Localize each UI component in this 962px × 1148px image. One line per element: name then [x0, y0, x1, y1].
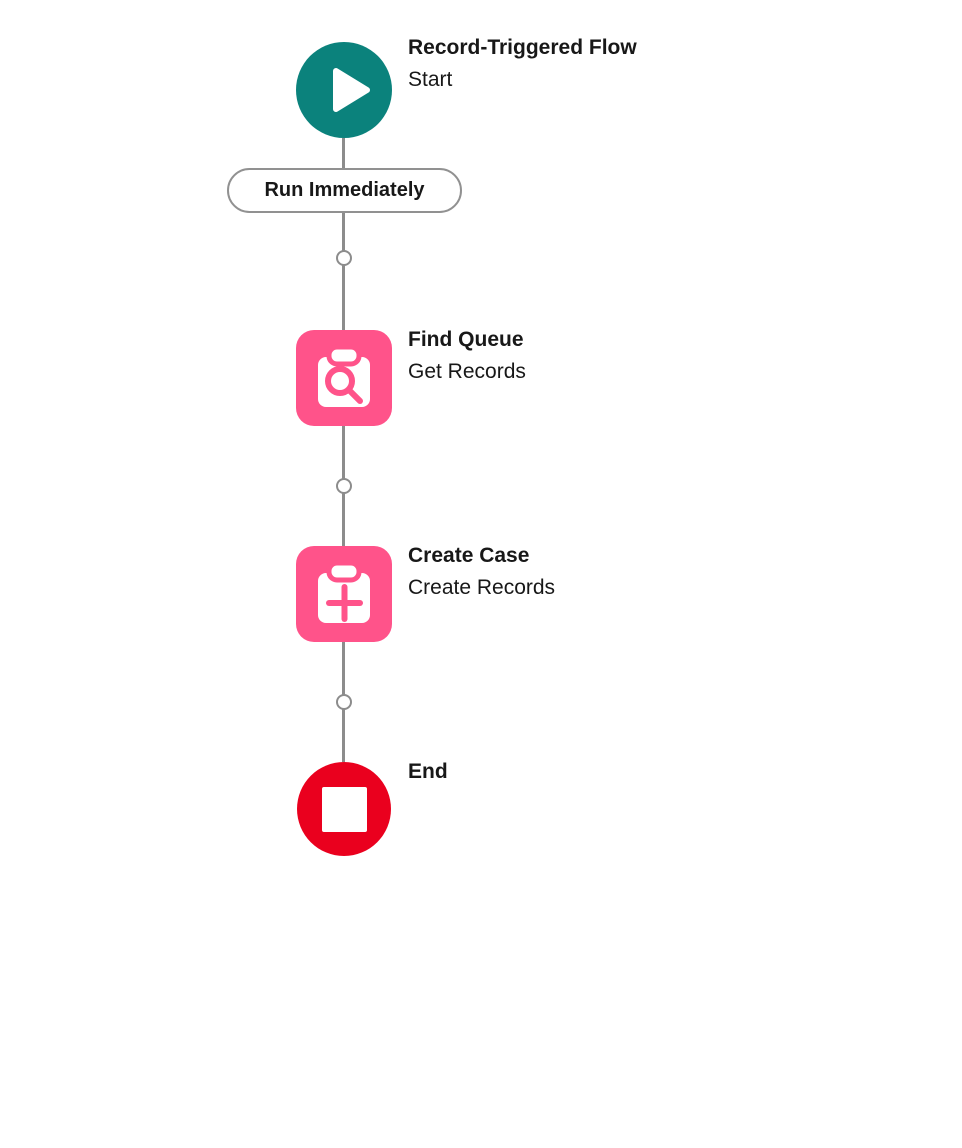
- end-node[interactable]: [297, 762, 391, 856]
- stop-icon: [321, 786, 367, 832]
- connector-line: [342, 138, 345, 762]
- find-queue-title: Find Queue: [408, 328, 524, 351]
- add-element-dot-1[interactable]: [336, 250, 352, 266]
- start-node-title: Record-Triggered Flow: [408, 36, 637, 59]
- find-queue-subtitle: Get Records: [408, 360, 526, 383]
- run-immediately-badge: Run Immediately: [227, 168, 462, 213]
- create-case-title: Create Case: [408, 544, 530, 567]
- clipboard-plus-icon: [318, 560, 370, 623]
- create-case-node[interactable]: [296, 546, 392, 642]
- add-element-dot-2[interactable]: [336, 478, 352, 494]
- end-node-labels: End: [408, 756, 448, 788]
- create-case-subtitle: Create Records: [408, 576, 556, 599]
- run-immediately-label: Run Immediately: [264, 179, 425, 201]
- add-element-dot-3[interactable]: [336, 694, 352, 710]
- start-node-labels: Record-Triggered Flow Start: [408, 32, 637, 96]
- start-node[interactable]: [296, 42, 392, 138]
- clipboard-search-icon: [318, 344, 370, 407]
- find-queue-labels: Find Queue Get Records: [408, 324, 526, 388]
- start-node-subtitle: Start: [408, 68, 453, 91]
- end-node-title: End: [408, 760, 448, 783]
- create-case-labels: Create Case Create Records: [408, 540, 555, 604]
- find-queue-node[interactable]: [296, 330, 392, 426]
- play-icon: [333, 68, 370, 112]
